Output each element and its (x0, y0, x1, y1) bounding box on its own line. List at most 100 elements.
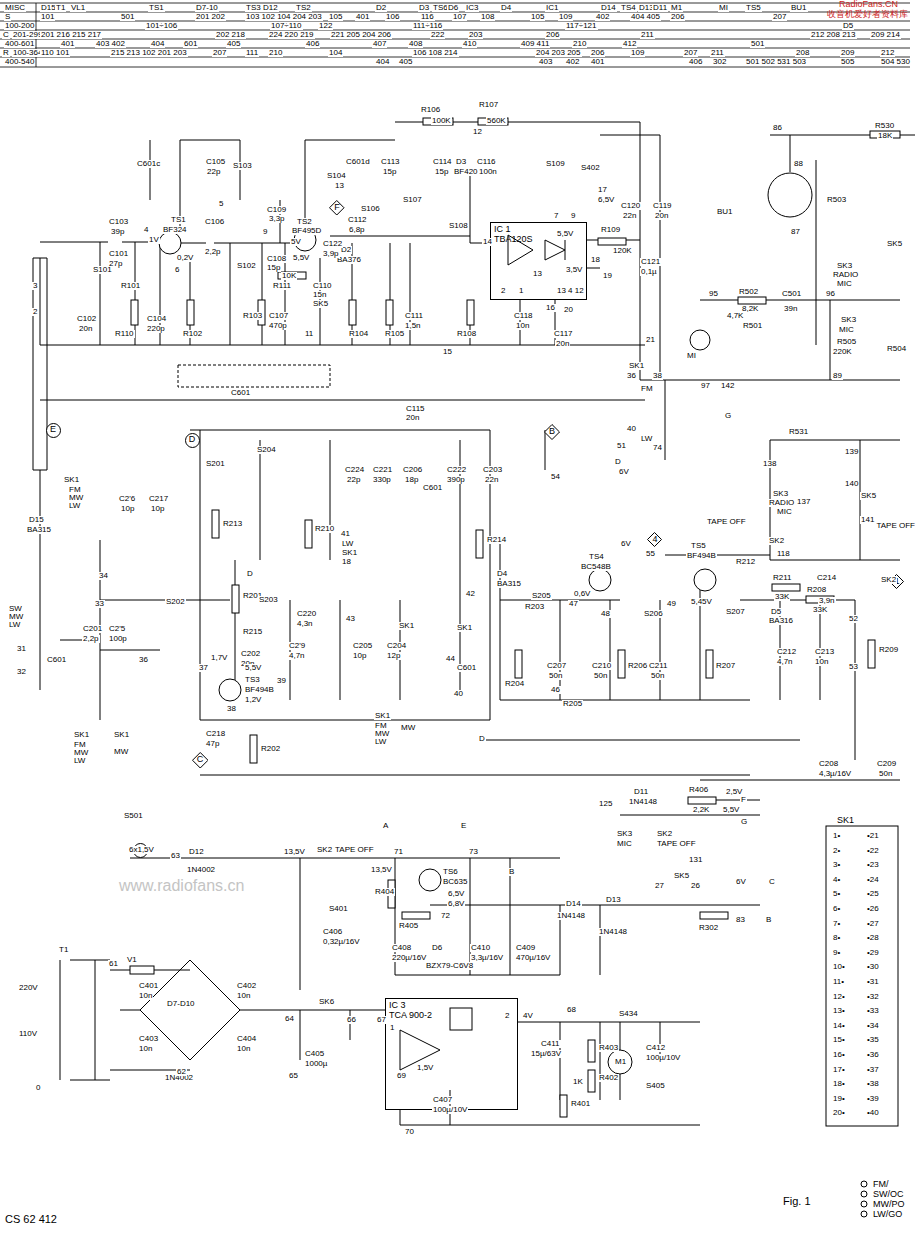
part-label: BF420 (453, 168, 479, 176)
part-label: 470p (268, 322, 288, 330)
part-label: 409 411 (520, 40, 550, 48)
part-label: 47 (568, 600, 579, 608)
part-label: D3 (418, 4, 430, 12)
part-label: 5,5V (244, 664, 262, 672)
part-label: R530 (874, 122, 895, 130)
part-label: SK2 (768, 537, 785, 545)
part-label: 204 203 205 (535, 49, 582, 57)
part-label: 3,3p (268, 215, 286, 223)
part-label: C115 (405, 405, 426, 413)
part-label: 125 (598, 800, 613, 808)
part-label: SK5 (673, 872, 690, 880)
part-label: 38 (226, 705, 237, 713)
part-label: 0,2V (176, 254, 194, 262)
part-label: 96 (825, 290, 836, 298)
part-label: BA315 (26, 526, 52, 534)
part-label: 212 (880, 49, 895, 57)
part-label: 22p (346, 476, 361, 484)
part-label: BU1 (716, 208, 734, 216)
part-label: R402 (598, 1074, 619, 1082)
part-label: 36 (138, 656, 149, 664)
part-label: 50n (548, 672, 563, 680)
switch-contact: •31 (866, 978, 880, 986)
part-label: 71 (393, 848, 404, 856)
part-label: S207 (725, 608, 746, 616)
switch-contact: •21 (866, 832, 880, 840)
part-label: C2'6 (118, 495, 136, 503)
part-label: 402 (595, 13, 610, 21)
part-label: MW (374, 730, 390, 738)
part-label: F (740, 796, 747, 804)
part-label: 222 (430, 31, 445, 39)
part-label: G (740, 818, 748, 826)
part-label: 100-364 (12, 49, 43, 57)
part-label: LW/GO (872, 1210, 903, 1219)
part-label: 10n (138, 992, 153, 1000)
node-text: D (189, 435, 196, 445)
part-label: 48 (600, 610, 611, 618)
part-label: 209 214 (870, 31, 901, 39)
part-label: C122 (322, 240, 343, 248)
part-label: 0,6V (573, 590, 591, 598)
part-label: BZX79-C6V8 (425, 962, 474, 970)
part-label: 46 (550, 686, 561, 694)
part-label: S106 (360, 205, 381, 213)
part-label: SW (8, 605, 23, 613)
part-label: C207 (546, 662, 567, 670)
part-label: R504 (886, 345, 907, 353)
switch-contact: 19• (832, 1095, 846, 1103)
part-label: R209 (878, 646, 899, 654)
part-label: D13 (605, 896, 622, 904)
part-label: R406 (688, 786, 709, 794)
part-label: 50n (878, 770, 893, 778)
switch-contact: •33 (866, 1007, 880, 1015)
switch-contact: •34 (866, 1022, 880, 1030)
part-label: R111 (272, 282, 292, 290)
part-label: 22n (484, 476, 499, 484)
switch-contact: •30 (866, 963, 880, 971)
part-label: 405 (398, 58, 413, 66)
part-label: TAPE OFF (656, 840, 697, 848)
part-label: S205 (531, 592, 552, 600)
part-label: 15 (442, 348, 453, 356)
part-label: S101 (92, 266, 113, 274)
part-label: 206 (670, 13, 685, 21)
switch-contact: 3• (832, 861, 841, 869)
switch-contact: •29 (866, 949, 880, 957)
part-label: BA316 (768, 617, 794, 625)
part-label: 39p (110, 228, 125, 236)
part-label: 15p (266, 264, 281, 272)
part-label: D (246, 570, 254, 578)
part-label: C117 (553, 330, 574, 338)
part-label: 402 (565, 58, 580, 66)
part-label: SK1 (374, 712, 391, 720)
watermark: RadioFans.CN (838, 0, 899, 9)
node-text: B (549, 427, 555, 437)
part-label: D6 (431, 944, 443, 952)
part-label: R213 (222, 520, 243, 528)
part-label: SK1 (113, 731, 130, 739)
part-label: C116 (476, 158, 497, 166)
part-label: SK1 (628, 362, 645, 370)
part-label: 111÷116 (412, 22, 443, 30)
part-label: 1N4148 (556, 912, 586, 920)
part-label: 1N4002 (186, 866, 216, 874)
part-label: S203 (258, 596, 279, 604)
part-label: 2 (504, 1012, 510, 1020)
part-label: 1V (148, 236, 160, 244)
part-label: MIC (776, 508, 793, 516)
part-label: VL1 (70, 4, 86, 12)
part-label: 6,5V (597, 196, 615, 204)
part-label: C401 (138, 982, 159, 990)
part-label: 203 (468, 31, 483, 39)
part-label: 63 (170, 852, 181, 860)
part-label: C404 (236, 1035, 257, 1043)
part-label: 202 218 (215, 31, 246, 39)
part-label: R501 (742, 322, 763, 330)
part-label: D (614, 458, 622, 466)
part-label: LW (8, 621, 21, 629)
part-label: C222 (446, 466, 467, 474)
part-label: R (2, 49, 10, 57)
part-label: 20n (405, 414, 420, 422)
part-label: 20 (563, 306, 574, 314)
